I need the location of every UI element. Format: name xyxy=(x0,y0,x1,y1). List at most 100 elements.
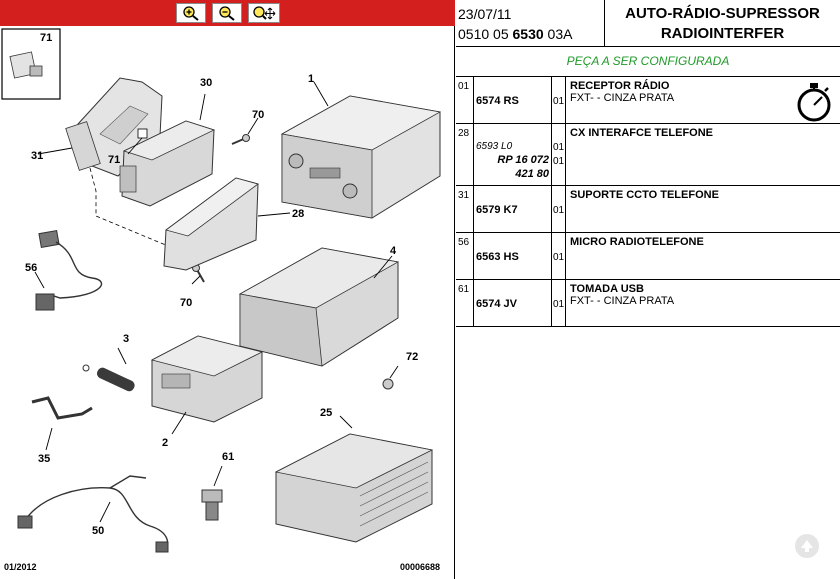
callout-3: 3 xyxy=(123,333,129,345)
part-56-microphone: 56 xyxy=(25,229,103,311)
part-reference[interactable]: 6563 HS xyxy=(476,251,519,263)
quantity: 01 xyxy=(553,252,565,263)
part-1-radio: 1 xyxy=(280,73,442,219)
part-35-bracket: 35 xyxy=(31,396,93,465)
part-30-module: 30 71 xyxy=(108,77,216,207)
part-reference[interactable]: 6579 K7 xyxy=(476,204,518,216)
callout-1: 1 xyxy=(308,73,314,85)
code-prefix: 0510 05 xyxy=(458,26,513,42)
part-reference-alt[interactable]: 6593 L0 xyxy=(476,141,513,152)
ref-cell: 6593 L0 RP 16 072 421 80 xyxy=(474,124,552,185)
ref-cell: 6574 JV xyxy=(474,280,552,326)
quantity: 01 xyxy=(553,156,565,167)
quantity: 01 xyxy=(553,142,565,153)
part-28-interface-box: 28 xyxy=(163,177,304,271)
qty-cell: 01 01 xyxy=(552,124,566,185)
ref-cell: 6574 RS xyxy=(474,77,552,123)
part-reference-alt[interactable]: 421 80 xyxy=(515,168,549,180)
callout-31: 31 xyxy=(31,150,43,162)
desc-cell: RECEPTOR RÁDIO FXT- - CINZA PRATA xyxy=(566,77,840,123)
table-row[interactable]: 01 6574 RS 01 RECEPTOR RÁDIO FXT- - CINZ… xyxy=(456,77,840,124)
header-date: 23/07/11 xyxy=(458,6,512,22)
zoom-move-icon xyxy=(253,6,276,20)
part-72-nut: 72 xyxy=(382,351,418,390)
screw-70-bottom: 70 xyxy=(180,264,205,309)
stopwatch-icon xyxy=(797,83,831,122)
part-title: SUPORTE CCTO TELEFONE xyxy=(570,189,719,201)
part-reference[interactable]: 6574 JV xyxy=(476,298,517,310)
callout-61: 61 xyxy=(222,451,234,463)
part-25-amplifier: 25 xyxy=(274,407,434,543)
zoom-toolbar xyxy=(0,0,455,26)
watermark-icon xyxy=(795,534,819,558)
row-index: 01 xyxy=(456,77,474,123)
qty-cell: 01 xyxy=(552,233,566,279)
zoom-in-button[interactable] xyxy=(176,3,206,23)
row-index: 61 xyxy=(456,280,474,326)
callout-30: 30 xyxy=(200,77,212,89)
desc-cell: TOMADA USB FXT- - CINZA PRATA xyxy=(566,280,840,326)
part-3-cylinder: 3 xyxy=(82,333,135,392)
callout-72: 72 xyxy=(406,351,418,363)
zoom-out-button[interactable] xyxy=(212,3,242,23)
parts-table: 01 6574 RS 01 RECEPTOR RÁDIO FXT- - CINZ… xyxy=(456,77,840,327)
inset-label: 71 xyxy=(40,32,52,44)
part-2-module: 2 xyxy=(150,335,264,449)
callout-25: 25 xyxy=(320,407,332,419)
table-row[interactable]: 28 6593 L0 RP 16 072 421 80 01 01 CX INT… xyxy=(456,124,840,186)
diagram-panel: 71 31 30 71 70 xyxy=(0,0,455,579)
parts-panel: 23/07/11 0510 05 6530 03A AUTO-RÁDIO-SUP… xyxy=(456,0,840,579)
callout-28: 28 xyxy=(292,208,304,220)
ref-cell: 6563 HS xyxy=(474,233,552,279)
callout-4: 4 xyxy=(390,245,397,257)
part-reference-alt[interactable]: RP 16 072 xyxy=(497,154,549,166)
part-subtitle: FXT- - CINZA PRATA xyxy=(570,92,675,104)
callout-35: 35 xyxy=(38,453,50,465)
zoom-out-icon xyxy=(219,6,235,21)
part-title: CX INTERAFCE TELEFONE xyxy=(570,127,714,139)
part-50-harness: 50 xyxy=(17,475,169,553)
code-suffix: 03A xyxy=(543,26,573,42)
row-index: 31 xyxy=(456,186,474,232)
part-title: MICRO RADIOTELEFONE xyxy=(570,236,704,248)
callout-50: 50 xyxy=(92,525,104,537)
title-line-2: RADIOINTERFER xyxy=(660,25,785,42)
quantity: 01 xyxy=(553,96,565,107)
quantity: 01 xyxy=(553,205,565,216)
part-title: RECEPTOR RÁDIO xyxy=(570,80,670,92)
desc-cell: CX INTERAFCE TELEFONE xyxy=(566,124,840,185)
callout-70-bottom: 70 xyxy=(180,297,192,309)
callout-2: 2 xyxy=(162,437,168,449)
desc-cell: MICRO RADIOTELEFONE xyxy=(566,233,840,279)
header-title: AUTO-RÁDIO-SUPRESSOR RADIOINTERFER xyxy=(604,0,840,46)
header-code: 0510 05 6530 03A xyxy=(458,26,572,42)
table-row[interactable]: 56 6563 HS 01 MICRO RADIOTELEFONE xyxy=(456,233,840,280)
row-index: 28 xyxy=(456,124,474,185)
zoom-move-button[interactable] xyxy=(248,3,280,23)
part-title: TOMADA USB xyxy=(570,283,644,295)
callout-71: 71 xyxy=(108,154,120,166)
quantity: 01 xyxy=(553,299,565,310)
ref-cell: 6579 K7 xyxy=(474,186,552,232)
exploded-parts-diagram: 71 31 30 71 70 xyxy=(1,28,442,553)
callout-56: 56 xyxy=(25,262,37,274)
zoom-in-icon xyxy=(183,6,199,21)
part-reference[interactable]: 6574 RS xyxy=(476,95,519,107)
diagram-date: 01/2012 xyxy=(4,562,37,572)
table-row[interactable]: 61 6574 JV 01 TOMADA USB FXT- - CINZA PR… xyxy=(456,280,840,327)
qty-cell: 01 xyxy=(552,280,566,326)
part-61-usb-socket: 61 xyxy=(201,451,234,521)
desc-cell: SUPORTE CCTO TELEFONE xyxy=(566,186,840,232)
diagram-number: 00006688 xyxy=(400,562,441,572)
qty-cell: 01 xyxy=(552,186,566,232)
callout-70-top: 70 xyxy=(252,109,264,121)
code-bold: 6530 xyxy=(512,26,544,42)
inset-71: 71 xyxy=(1,28,61,100)
title-line-1: AUTO-RÁDIO-SUPRESSOR xyxy=(625,5,820,22)
part-subtitle: FXT- - CINZA PRATA xyxy=(570,295,675,307)
screw-70-top: 70 xyxy=(231,109,264,145)
qty-cell: 01 xyxy=(552,77,566,123)
table-row[interactable]: 31 6579 K7 01 SUPORTE CCTO TELEFONE xyxy=(456,186,840,233)
part-4-housing: 4 xyxy=(238,245,400,367)
configure-banner: PEÇA A SER CONFIGURADA xyxy=(566,54,730,68)
